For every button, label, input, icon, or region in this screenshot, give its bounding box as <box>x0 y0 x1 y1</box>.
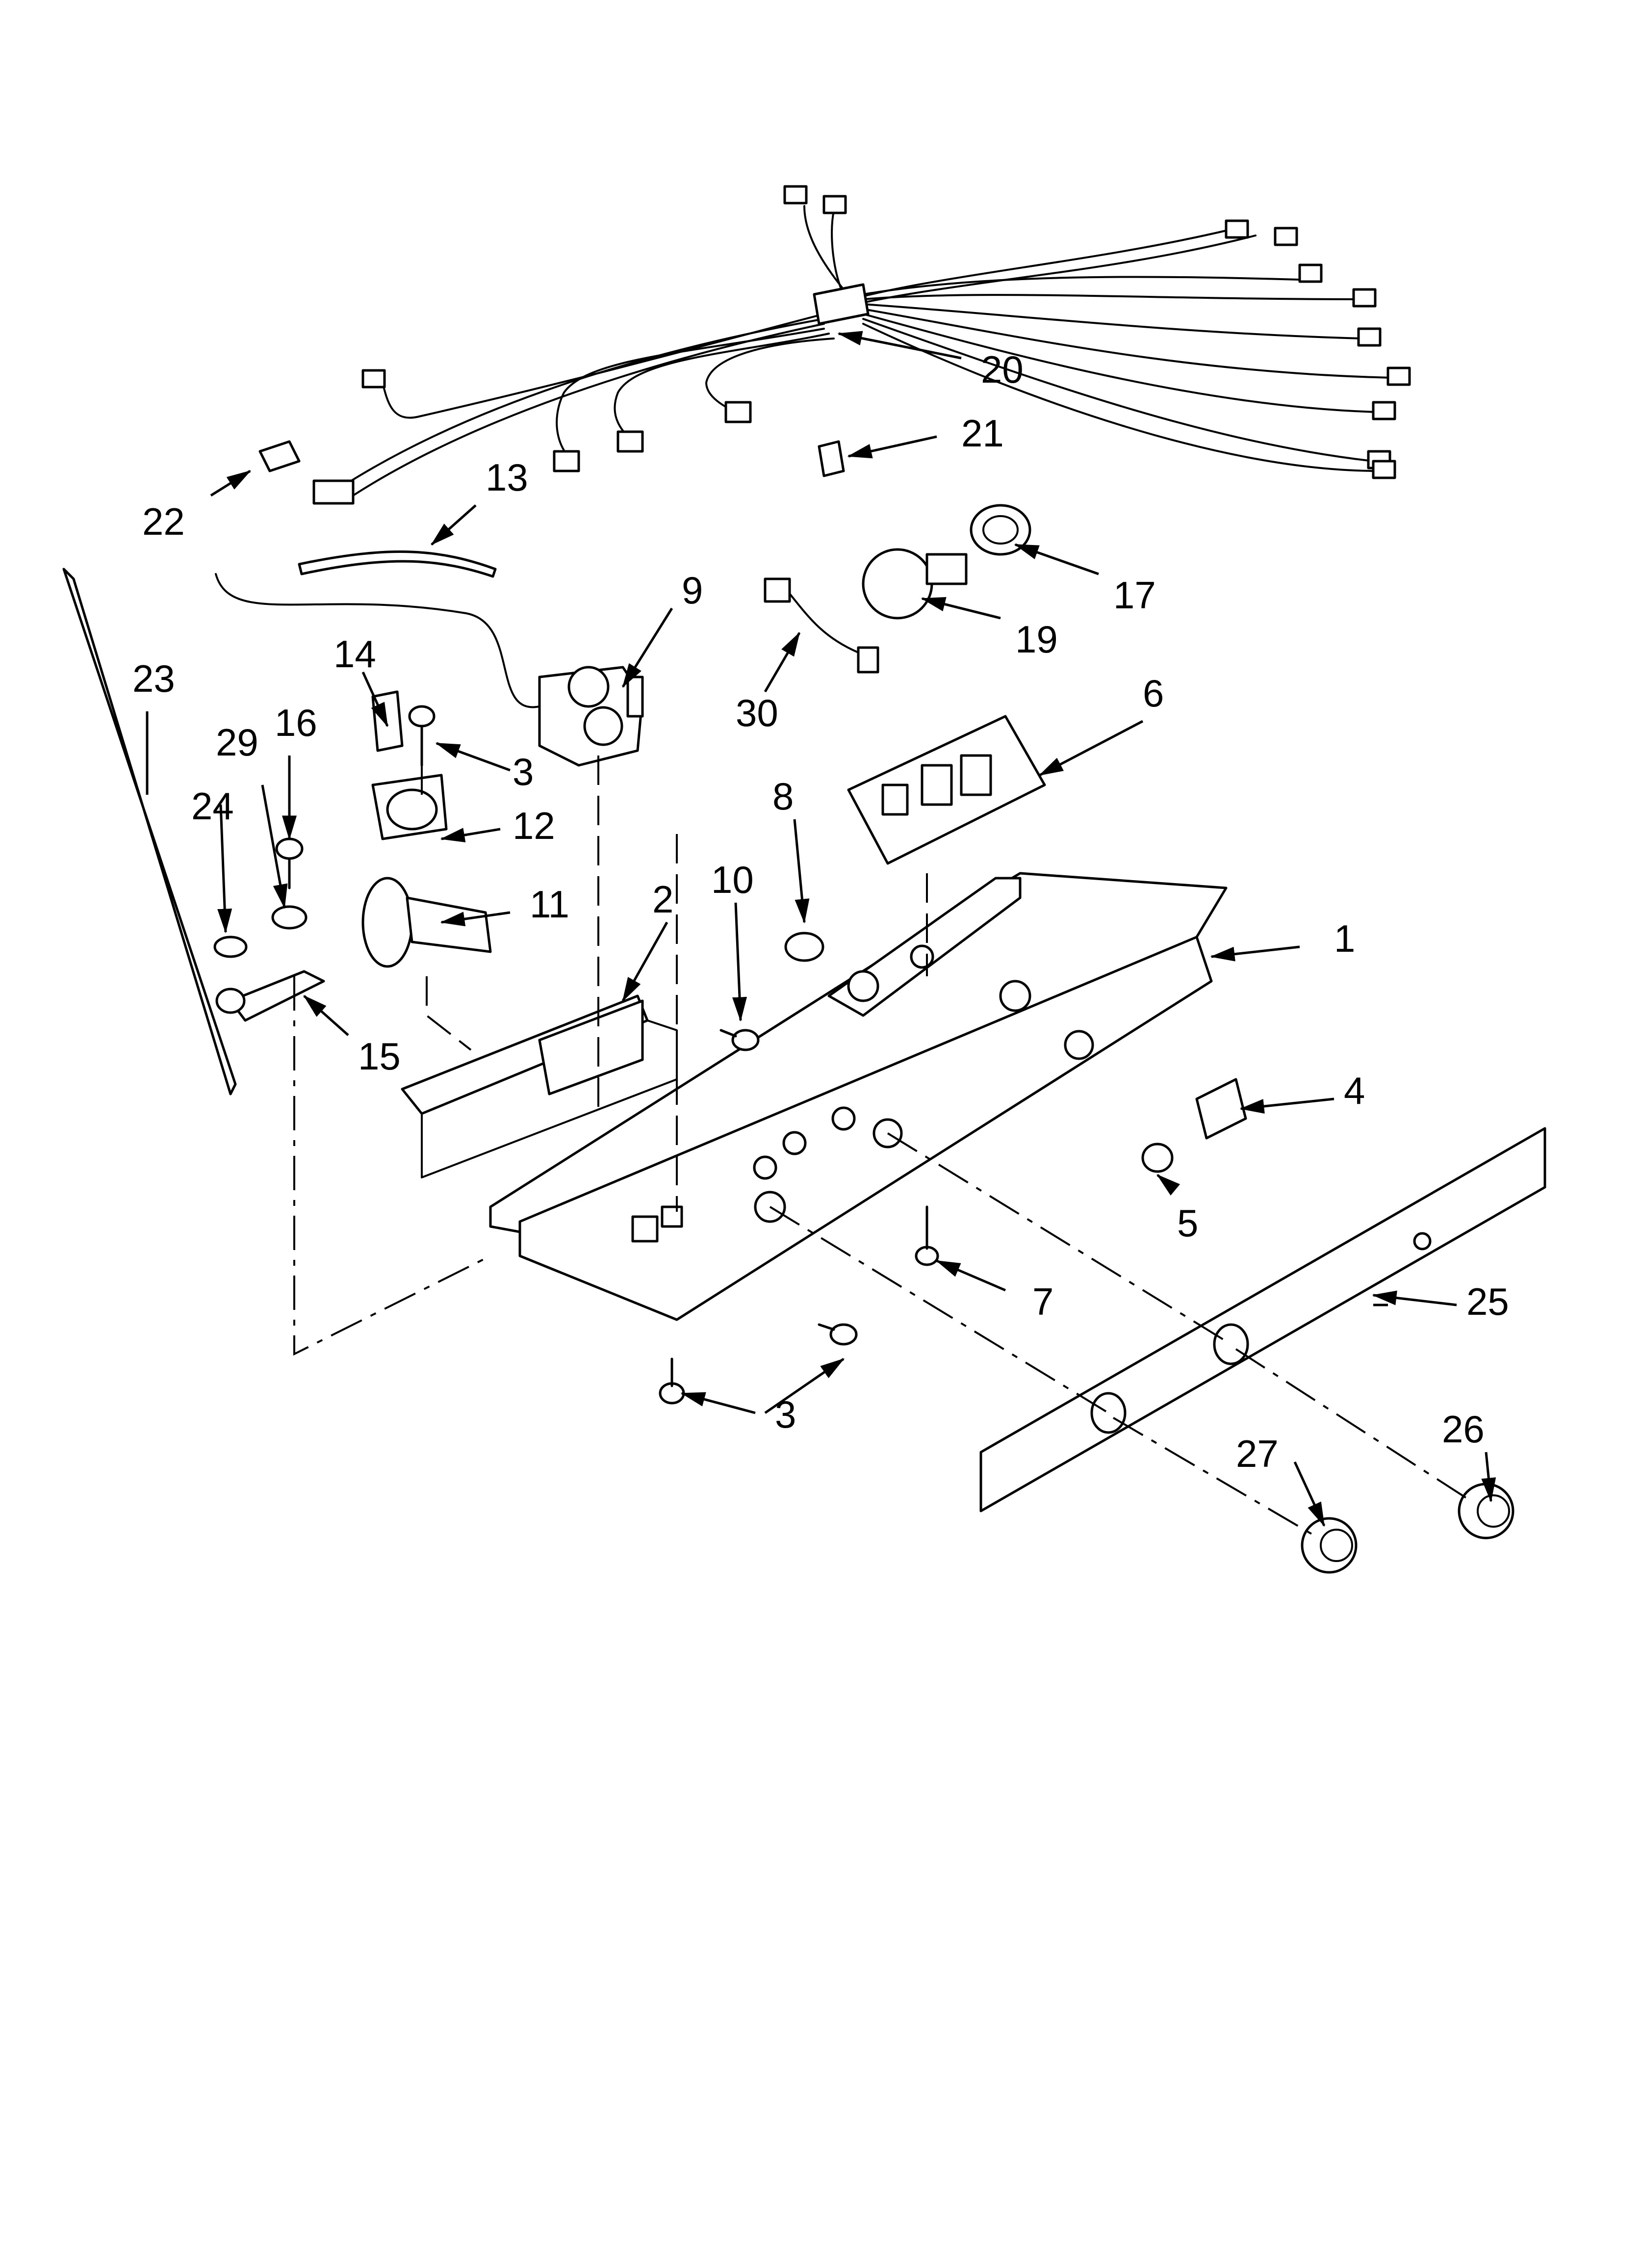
screw-16 <box>275 837 304 889</box>
valve-9 <box>538 666 644 767</box>
callout-14: 14 <box>334 632 376 676</box>
wire-harness <box>312 185 1411 505</box>
bracket-12 <box>371 774 448 840</box>
grommet-8 <box>784 932 824 962</box>
tube-13 <box>298 550 497 578</box>
callout-7: 7 <box>1032 1280 1053 1323</box>
assembly-lines <box>293 756 1472 1537</box>
callouts: 1 2 3 3 4 5 6 7 8 9 10 11 12 13 14 15 16… <box>132 348 1509 1475</box>
callout-15: 15 <box>358 1035 401 1078</box>
leader-lines <box>146 331 1496 1527</box>
socket-17 <box>970 504 1031 556</box>
knob-11 <box>361 877 492 968</box>
callout-16: 16 <box>275 701 317 744</box>
wire-30 <box>764 577 879 674</box>
callout-12: 12 <box>513 804 555 847</box>
callout-2: 2 <box>652 878 673 921</box>
screw-10 <box>719 1029 760 1051</box>
switch-4 <box>1195 1078 1247 1140</box>
callout-26: 26 <box>1442 1408 1485 1451</box>
callout-19: 19 <box>1015 618 1058 661</box>
callout-29: 29 <box>216 721 258 764</box>
clip-22 <box>258 440 301 472</box>
washer-29 <box>271 905 308 930</box>
callout-13: 13 <box>486 456 528 499</box>
knob-27 <box>1301 1517 1358 1574</box>
knob-26 <box>1458 1483 1514 1539</box>
callout-8: 8 <box>772 775 794 818</box>
control-board-6 <box>847 715 1046 865</box>
callout-20: 20 <box>981 348 1024 391</box>
bulb-19 <box>862 548 968 620</box>
callout-5: 5 <box>1177 1201 1198 1245</box>
callout-22: 22 <box>142 500 185 543</box>
bracket-2 <box>401 994 678 1178</box>
callout-24: 24 <box>191 784 234 828</box>
callout-17: 17 <box>1113 574 1156 617</box>
clip-21 <box>818 440 845 477</box>
rod-23 <box>62 568 237 1095</box>
screw-3-upper <box>408 705 436 767</box>
panel-25 <box>979 1127 1546 1512</box>
callout-1: 1 <box>1334 917 1355 960</box>
callout-10: 10 <box>711 858 754 901</box>
callout-11: 11 <box>530 883 569 926</box>
callout-6: 6 <box>1143 672 1164 715</box>
housing-1 <box>489 872 1228 1321</box>
callout-9: 9 <box>682 569 703 612</box>
washer-24 <box>213 936 248 958</box>
button-5 <box>1141 1143 1174 1173</box>
callout-21: 21 <box>961 412 1004 455</box>
callout-4: 4 <box>1344 1069 1365 1112</box>
lever-15 <box>215 970 325 1022</box>
callout-30: 30 <box>736 691 778 734</box>
screw-3-lower <box>659 1323 858 1405</box>
callout-3-lower: 3 <box>775 1393 796 1436</box>
screw-7 <box>915 1205 939 1266</box>
callout-3-upper: 3 <box>513 750 534 793</box>
callout-27: 27 <box>1236 1432 1279 1475</box>
callout-23: 23 <box>132 657 175 700</box>
capillary-line <box>215 573 540 708</box>
callout-25: 25 <box>1466 1280 1509 1323</box>
